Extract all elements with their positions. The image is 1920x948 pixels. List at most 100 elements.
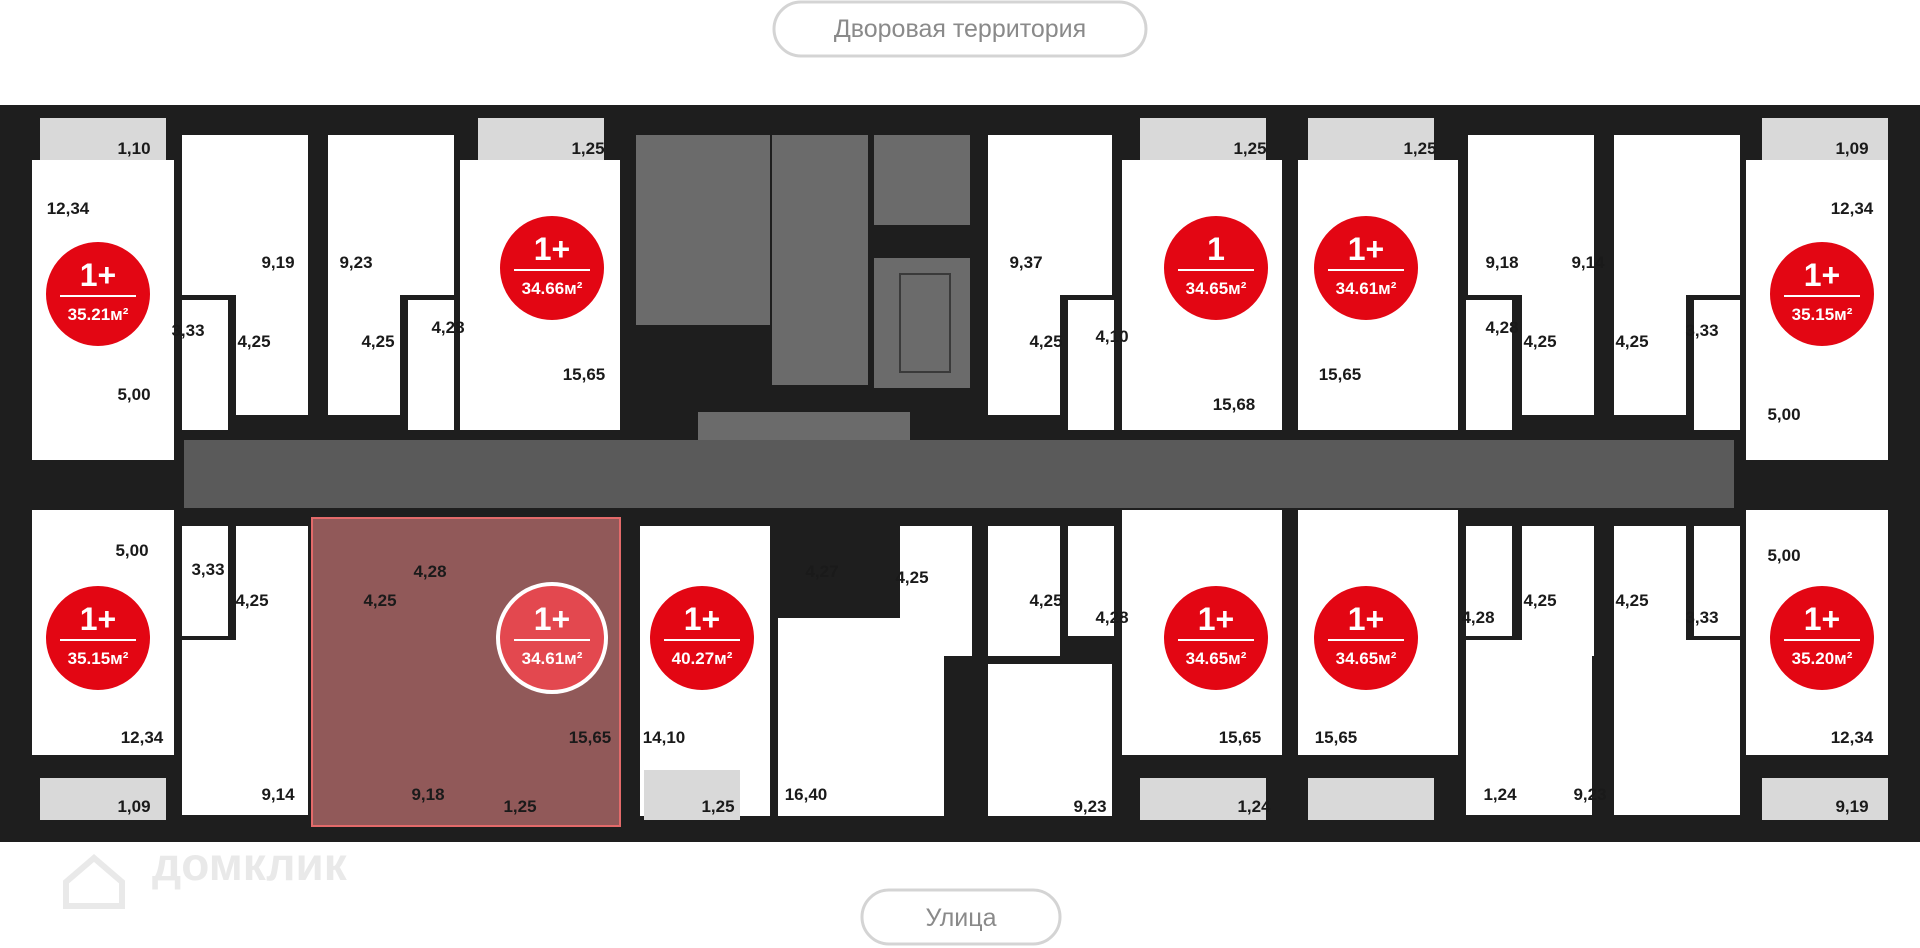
room-area-label: 15,65 [1219, 728, 1262, 747]
room-area-label: 1,25 [701, 797, 734, 816]
room-area-label: 4,25 [235, 591, 268, 610]
room-area-label: 4,27 [805, 562, 838, 581]
apartment-area: 34.65м² [1186, 279, 1247, 298]
room-area-label: 9,23 [339, 253, 372, 272]
apartment-area: 35.15м² [68, 649, 129, 668]
room-area-label: 4,28 [1095, 608, 1128, 627]
apartment-badge[interactable]: 1+34.61м² [1310, 212, 1422, 324]
room-area-label: 15,65 [563, 365, 606, 384]
apartment-type: 1+ [1348, 601, 1384, 637]
room-area-label: 3,33 [171, 321, 204, 340]
apartment-type: 1+ [80, 257, 116, 293]
room-area-label: 5,00 [115, 541, 148, 560]
apartment-badge[interactable]: 1+ 35.15м² [42, 582, 154, 694]
apartment-badge-circle[interactable] [42, 582, 154, 694]
apartment-badge[interactable]: 1+ 35.21м² [42, 238, 154, 350]
apartment-area: 35.20м² [1792, 649, 1853, 668]
apartment-type: 1+ [1804, 257, 1840, 293]
room-area-label: 3,33 [1685, 321, 1718, 340]
bottom-row-rooms [32, 510, 1888, 816]
room-area-label: 16,40 [785, 785, 828, 804]
room-area-label: 1,10 [117, 139, 150, 158]
apartment-badge-circle[interactable] [646, 582, 758, 694]
apartment-badge-circle[interactable] [496, 212, 608, 324]
apartment-badge[interactable]: 1+34.65м² [1160, 582, 1272, 694]
room-area-label: 15,65 [569, 728, 612, 747]
apartment-badge-circle[interactable] [1160, 212, 1272, 324]
apartment-area: 34.61м² [1336, 279, 1397, 298]
room-area-label: 15,68 [1213, 395, 1256, 414]
room-area-label: 4,25 [363, 591, 396, 610]
room-area-label: 4,25 [237, 332, 270, 351]
room-area-label: 9,23 [1573, 785, 1606, 804]
room-area-label: 15,65 [1315, 728, 1358, 747]
room-area-label: 1,25 [571, 139, 604, 158]
room-area-label: 3,33 [191, 560, 224, 579]
apartment-badge[interactable]: 1+ 35.15м² [1766, 238, 1878, 350]
apartment-badge-circle[interactable] [1766, 582, 1878, 694]
apartment-type: 1+ [534, 231, 570, 267]
apartment-type: 1+ [1198, 601, 1234, 637]
room-area-label: 4,25 [895, 568, 928, 587]
room-area-label: 1,24 [1483, 785, 1517, 804]
room-area-label: 9,37 [1009, 253, 1042, 272]
apartment-badge[interactable]: 1+34.66м² [496, 212, 608, 324]
courtyard-text: Дворовая территория [834, 15, 1086, 43]
room-area-label: 1,25 [1233, 139, 1266, 158]
room-area-label: 1,09 [117, 797, 150, 816]
room-area-label: 9,18 [1485, 253, 1518, 272]
corridor [184, 440, 1734, 508]
apartment-badge-circle[interactable] [1310, 212, 1422, 324]
room-area-label: 9,23 [1073, 797, 1106, 816]
apartment-area: 35.15м² [1792, 305, 1853, 324]
room-area-label: 9,14 [261, 785, 295, 804]
room-area-label: 4,28 [431, 318, 464, 337]
stair-core [636, 135, 970, 442]
room-area-label: 4,10 [1095, 327, 1128, 346]
courtyard-label: Дворовая территория [772, 0, 1148, 58]
apartment-area: 34.61м² [522, 649, 583, 668]
street-text: Улица [926, 904, 997, 932]
apartment-badge[interactable]: 1+34.61м² [496, 582, 608, 694]
room-area-label: 1,25 [1403, 139, 1436, 158]
room-area-label: 12,34 [1831, 728, 1874, 747]
apartment-badge[interactable]: 1+ 40.27м² [646, 582, 758, 694]
apartment-type: 1+ [80, 601, 116, 637]
room-area-label: 5,00 [1767, 546, 1800, 565]
room-area-label: 12,34 [121, 728, 164, 747]
apartment-badge-circle[interactable] [496, 582, 608, 694]
apartment-badge-circle[interactable] [42, 238, 154, 350]
room-area-label: 4,28 [1461, 608, 1494, 627]
apartment-type: 1+ [684, 601, 720, 637]
apartment-badge-circle[interactable] [1310, 582, 1422, 694]
street-label: Улица [860, 888, 1062, 946]
room-area-label: 9,19 [1835, 797, 1868, 816]
room-area-label: 4,28 [413, 562, 446, 581]
apartment-type: 1 [1207, 231, 1225, 267]
apartment-badge-circle[interactable] [1160, 582, 1272, 694]
room-area-label: 4,25 [1029, 591, 1062, 610]
room-area-label: 14,10 [643, 728, 686, 747]
watermark: домклик [63, 838, 348, 909]
room-area-label: 1,25 [503, 797, 536, 816]
apartment-area: 34.65м² [1336, 649, 1397, 668]
watermark-text: домклик [152, 838, 348, 890]
room-area-label: 4,28 [1485, 318, 1518, 337]
bottom-balconies [40, 770, 1888, 820]
apartment-area: 35.21м² [68, 305, 129, 324]
apartment-badge[interactable]: 1 34.65м² [1160, 212, 1272, 324]
room-area-label: 5,00 [1767, 405, 1800, 424]
apartment-badge-circle[interactable] [1766, 238, 1878, 350]
room-area-label: 4,25 [1029, 332, 1062, 351]
room-area-label: 9,18 [411, 785, 444, 804]
room-area-label: 4,25 [361, 332, 394, 351]
room-labels: 1,10 1,25 1,25 1,25 1,09 12,34 12,34 9,19 9,23 9,… [47, 139, 1874, 816]
room-area-label: 4,25 [1615, 332, 1648, 351]
apartment-badge[interactable]: 1+ 34.65м² [1310, 582, 1422, 694]
room-area-label: 9,19 [261, 253, 294, 272]
apartment-area: 40.27м² [672, 649, 733, 668]
apartment-badge[interactable]: 1+35.20м² [1766, 582, 1878, 694]
room-area-label: 4,25 [1615, 591, 1648, 610]
